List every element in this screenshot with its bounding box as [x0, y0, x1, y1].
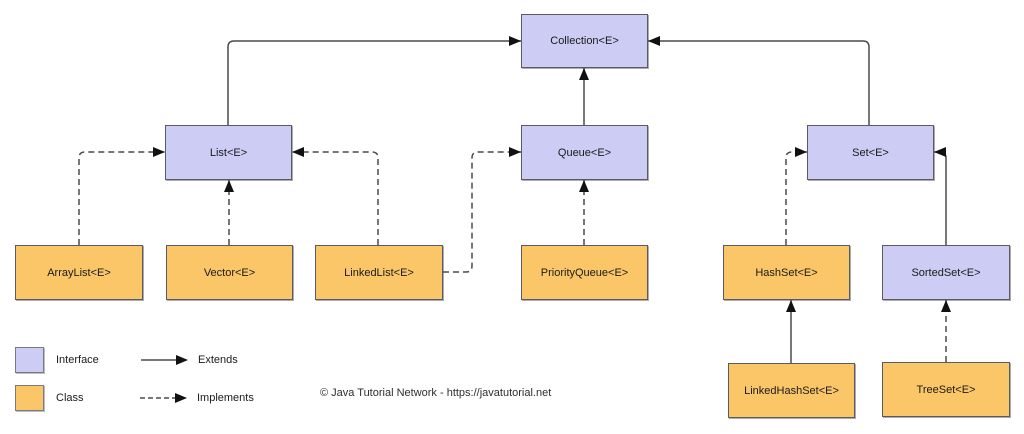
interface-swatch-icon — [15, 347, 44, 373]
node-collection: Collection<E> — [521, 14, 648, 68]
node-sortedset: SortedSet<E> — [882, 245, 1010, 300]
legend-item-implements: Implements — [139, 392, 254, 404]
legend-item-extends: Extends — [140, 354, 238, 366]
legend-extends-label: Extends — [198, 354, 238, 366]
edge-list-collection-extends — [227, 36, 521, 125]
legend-item-interface: Interface — [15, 347, 99, 373]
legend-class-label: Class — [56, 392, 84, 404]
node-linkedhashset: LinkedHashSet<E> — [728, 363, 855, 418]
edge-hashset-set-implements — [785, 147, 807, 245]
edge-linkedlist-list-implements — [292, 147, 379, 245]
legend-implements-label: Implements — [197, 392, 254, 404]
node-arraylist: ArrayList<E> — [15, 245, 143, 300]
extends-arrow-icon — [141, 355, 188, 365]
class-swatch-icon — [15, 385, 44, 411]
legend-item-class: Class — [15, 385, 84, 411]
node-hashset: HashSet<E> — [723, 245, 850, 300]
node-set: Set<E> — [807, 125, 934, 180]
edge-arraylist-list-implements — [78, 147, 165, 245]
implements-arrow-icon — [140, 393, 187, 403]
node-vector: Vector<E> — [166, 245, 293, 300]
edge-linkedlist-queue-implements — [443, 147, 521, 273]
node-treeset: TreeSet<E> — [882, 362, 1010, 417]
node-list: List<E> — [165, 125, 292, 180]
edge-set-collection-extends — [648, 36, 870, 125]
node-linkedlist: LinkedList<E> — [315, 245, 443, 300]
node-priorityqueue: PriorityQueue<E> — [521, 245, 648, 300]
copyright-text: © Java Tutorial Network - https://javatu… — [320, 387, 552, 399]
node-queue: Queue<E> — [521, 125, 648, 180]
legend-interface-label: Interface — [56, 354, 99, 366]
edge-sortedset-set-extends — [934, 147, 947, 245]
